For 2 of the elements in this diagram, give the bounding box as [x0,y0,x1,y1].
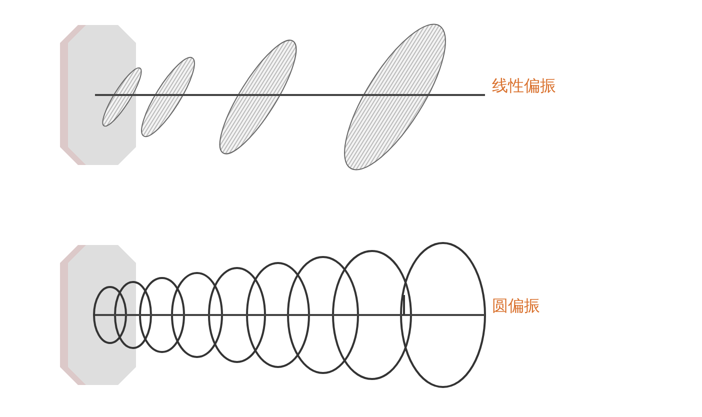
polarization-label: 线性偏振 [492,76,556,97]
polarization-label: 圆偏振 [492,296,540,317]
